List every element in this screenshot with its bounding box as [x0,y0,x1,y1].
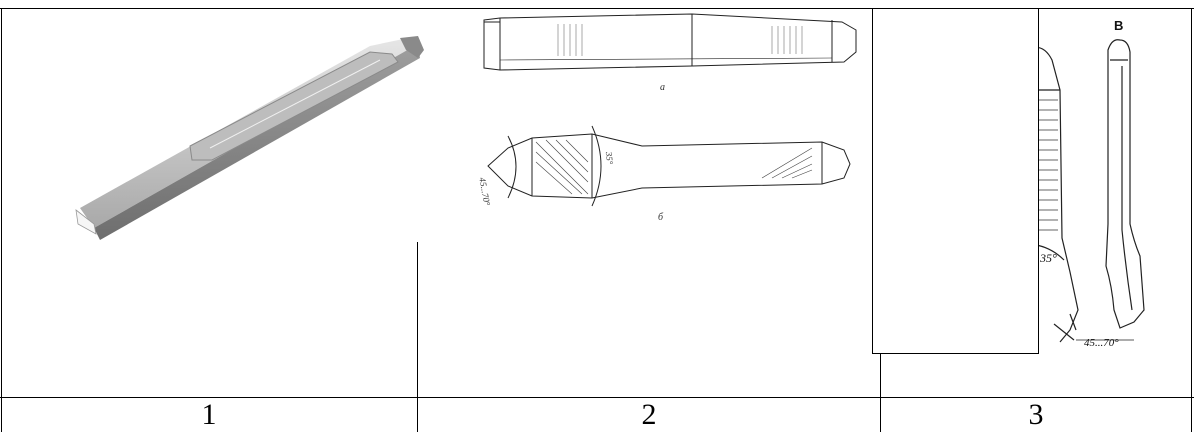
table-right-border [1191,8,1192,432]
view-b [487,125,851,207]
cell-label-2: 2 [641,398,657,431]
view-a [483,13,857,71]
cell-label-3: 3 [1028,398,1044,431]
chisel-drawing-side: 35° 45...70° В [1030,18,1145,346]
column-divider-1 [417,242,418,432]
angle-tip-label-3: 45...70° [1084,337,1119,346]
row-divider [0,397,1194,398]
cell-label-1: 1 [201,398,217,431]
side-view-right [1105,39,1145,329]
view-letter-3: В [1114,18,1123,33]
chisel-photo [75,36,424,240]
blank-overlay-box [872,8,1039,354]
view-b-letter: б [658,212,664,223]
angle-tip-label: 45...70° [477,177,492,207]
angle-bevel-label: 35° [604,150,615,165]
view-a-letter: а [660,82,665,93]
chisel-drawing-ab: а 45...70° 35° б [477,13,857,223]
angle-bevel-label-3: 35° [1039,251,1057,265]
column-divider-2 [880,352,881,432]
table-top-border [0,8,1194,9]
table-left-border [1,8,2,432]
